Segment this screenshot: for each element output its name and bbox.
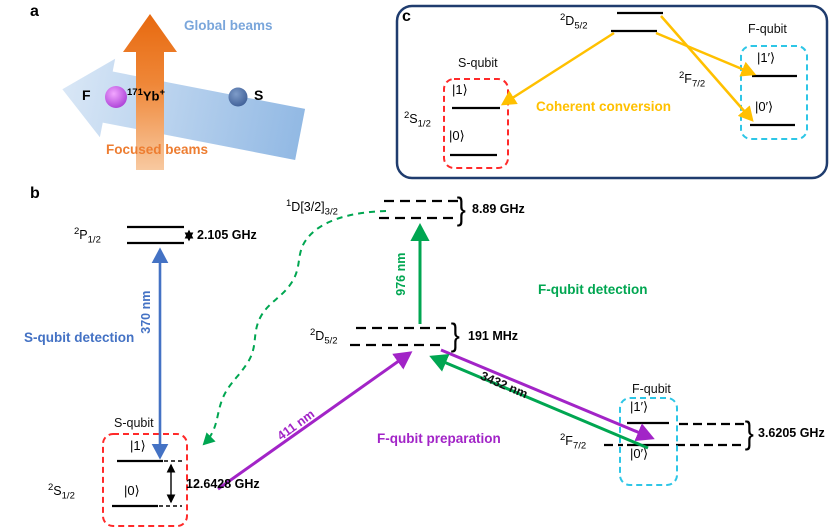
- splitting-2s12-value: 12.6428 GHz: [186, 477, 260, 491]
- term-base: D[3/2]: [291, 200, 325, 215]
- ion-species-label: 171Yb+: [127, 87, 166, 104]
- term-base: D: [315, 329, 325, 344]
- term-sub: 5/2: [574, 20, 588, 32]
- global-beams-label: Global beams: [184, 18, 273, 33]
- state-ket1-c: |1⟩: [452, 82, 468, 97]
- term-sup: 2: [48, 482, 54, 493]
- photon-squiggle-arrow: [202, 210, 387, 446]
- arrow-3432nm-green: [429, 353, 649, 450]
- s-qubit-label-c: S-qubit: [458, 56, 498, 70]
- brace-2d52: }: [450, 317, 460, 353]
- state-ket1-b: |1⟩: [130, 438, 146, 453]
- term-sub: 1/2: [417, 118, 431, 130]
- wavelength-976nm-label: 976 nm: [393, 252, 408, 296]
- ion-f-label: F: [82, 87, 91, 103]
- term-2d52: 2D5/2: [310, 327, 338, 348]
- arrow-3432nm-purple: [440, 348, 655, 442]
- f-qubit-label-c: F-qubit: [748, 22, 787, 36]
- term-sub: 5/2: [324, 335, 338, 347]
- term-1d32: 1D[3/2]3/2: [286, 198, 338, 219]
- state-ket0-c: |0⟩: [449, 128, 465, 143]
- term-sup: 2: [74, 226, 80, 237]
- brace-1d32: }: [456, 191, 466, 227]
- state-ket0-b: |0⟩: [124, 483, 140, 498]
- term-sup: 2: [404, 110, 410, 121]
- term-base: F: [684, 72, 692, 87]
- conversion-arrow-d-to-0p: [660, 15, 754, 122]
- term-2s12-c: 2S1/2: [404, 110, 431, 131]
- term-sub: 1/2: [61, 490, 75, 502]
- splitting-2f72-value: 3.6205 GHz: [758, 426, 825, 440]
- wavelength-370nm-label: 370 nm: [138, 290, 153, 334]
- ion-s: [228, 87, 248, 107]
- splitting-1d32-value: 8.89 GHz: [472, 202, 525, 216]
- ion-s-label: S: [254, 87, 264, 103]
- conversion-arrow-s-to-d: [500, 31, 615, 106]
- term-base: P: [79, 228, 88, 243]
- focused-beam-arrow: [123, 14, 177, 170]
- term-sup: 2: [560, 12, 566, 23]
- term-sup: 2: [560, 432, 566, 443]
- ion-charge: +: [159, 87, 166, 98]
- term-base: S: [53, 484, 62, 499]
- ion-f: [105, 86, 127, 108]
- term-sup: 2: [310, 327, 316, 338]
- panel-c-label: c: [402, 8, 411, 25]
- ion-mass: 171: [127, 87, 143, 98]
- s-qubit-box-c: [443, 78, 509, 169]
- arrow-411nm: [217, 351, 413, 491]
- state-ket0p-b: |0′⟩: [630, 446, 649, 461]
- focused-beams-label: Focused beams: [106, 142, 209, 157]
- term-2f72-c: 2F7/2: [679, 70, 706, 91]
- state-ket1p-b: |1′⟩: [630, 399, 649, 414]
- s-qubit-label-b: S-qubit: [114, 416, 154, 430]
- state-ket0p-c: |0′⟩: [755, 99, 774, 114]
- term-base: F: [565, 434, 573, 449]
- splitting-2d52-value: 191 MHz: [468, 329, 519, 343]
- splitting-2p12-value: 2.105 GHz: [197, 228, 257, 242]
- f-qubit-label-b: F-qubit: [632, 382, 671, 396]
- term-base: D: [565, 14, 575, 29]
- term-base: S: [409, 112, 418, 127]
- global-beam-arrow: [62, 58, 306, 160]
- term-sub: 7/2: [572, 440, 587, 452]
- ion-symbol: Yb: [142, 88, 160, 104]
- f-qubit-box-c: [740, 45, 808, 140]
- term-2s12: 2S1/2: [48, 482, 75, 503]
- s-qubit-detection-label: S-qubit detection: [24, 330, 135, 345]
- panel-a-label: a: [30, 3, 39, 20]
- term-sub: 7/2: [691, 78, 706, 90]
- brace-2f72: }: [744, 415, 754, 451]
- state-ket1p-c: |1′⟩: [757, 50, 776, 65]
- term-sup: 2: [679, 70, 685, 81]
- coherent-conversion-label: Coherent conversion: [536, 99, 672, 114]
- term-sub: 1/2: [87, 234, 101, 246]
- panel-b-label: b: [30, 185, 40, 202]
- conversion-arrow-d-to-1p: [655, 31, 757, 77]
- term-2d52-c: 2D5/2: [560, 12, 588, 33]
- term-sup: 1: [286, 198, 292, 209]
- f-qubit-detection-label: F-qubit detection: [538, 282, 648, 297]
- f-qubit-preparation-label: F-qubit preparation: [377, 431, 501, 446]
- panel-c-border: [395, 4, 829, 180]
- f-qubit-box-b: [619, 397, 678, 486]
- term-2f72: 2F7/2: [560, 432, 587, 453]
- term-sub: 3/2: [324, 206, 338, 218]
- s-qubit-box-b: [102, 433, 188, 527]
- term-2p12: 2P1/2: [74, 226, 101, 247]
